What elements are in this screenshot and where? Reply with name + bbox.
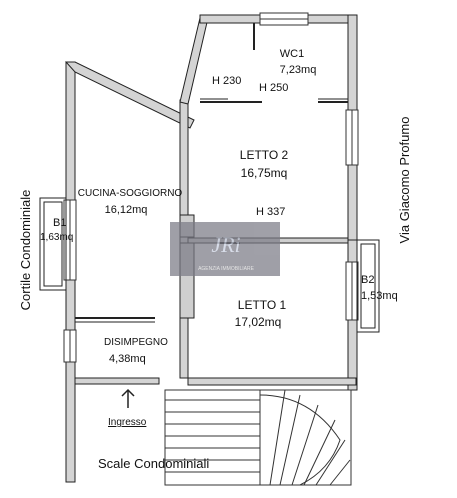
via-label: Via Giacomo Profumo [397,117,412,244]
height-wc: H 250 [259,82,288,94]
height-wc-low: H 230 [212,75,241,87]
room-b2-name: B2 [361,274,374,286]
room-disimpegno-name: DISIMPEGNO [104,337,168,348]
room-wc1-name: WC1 [280,48,304,60]
room-letto2-area: 16,75mq [241,166,288,180]
room-b1-area: 1,63mq [40,232,73,243]
stairs-label: Scale Condominiali [98,456,209,471]
entrance-arrow-icon [121,388,135,408]
agency-logo-text: JRi [211,232,240,257]
windows [63,12,359,363]
room-letto1-area: 17,02mq [235,315,282,329]
room-b1-name: B1 [53,217,66,229]
room-letto1-name: LETTO 1 [238,298,287,312]
height-main: H 337 [256,206,285,218]
balcony-b2 [356,239,380,333]
room-disimpegno-area: 4,38mq [109,353,146,365]
agency-watermark: JRi AGENZIA IMMOBILIARE [170,222,280,276]
room-cucina-area: 16,12mq [105,204,148,216]
entrance-label: Ingresso [108,417,147,428]
room-b2-area: 1,53mq [361,290,398,302]
balcony-b1 [39,197,67,291]
stairs [164,389,352,486]
agency-caption: AGENZIA IMMOBILIARE [198,266,255,272]
room-cucina-name: CUCINA-SOGGIORNO [78,188,183,199]
room-letto2-name: LETTO 2 [240,148,289,162]
room-wc1-area: 7,23mq [280,64,317,76]
cortile-label: Cortile Condominiale [18,190,33,311]
